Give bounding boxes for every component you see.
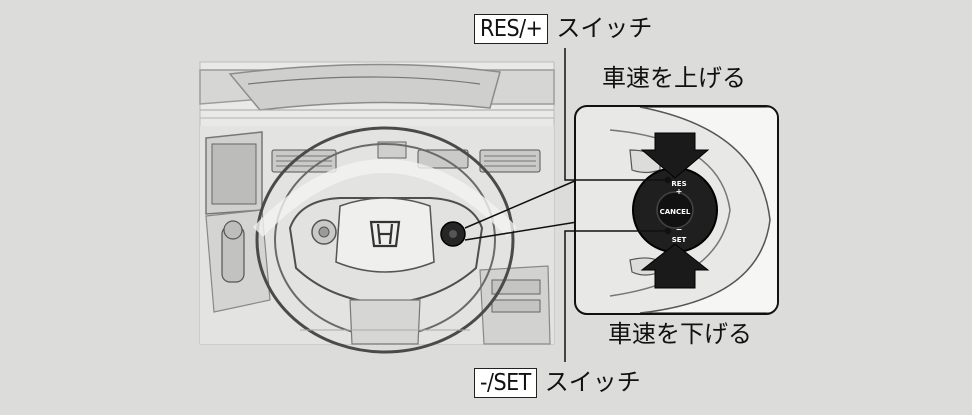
speed-up-label: 車速を上げる — [602, 64, 746, 92]
set-switch-suffix: スイッチ — [544, 368, 641, 396]
zoom-panel: CANCEL RES + − SET — [574, 105, 779, 315]
press-up-arrow-icon — [640, 243, 710, 289]
brand-logo-icon — [369, 220, 401, 248]
cancel-button-label: CANCEL — [660, 208, 691, 216]
res-key-badge: RES/+ — [474, 14, 549, 44]
press-down-arrow-icon — [640, 132, 710, 179]
leader-lines — [564, 48, 672, 362]
set-key-badge: -/SET — [474, 368, 537, 398]
res-switch-suffix: スイッチ — [556, 14, 653, 42]
minus-button-label: − — [676, 225, 683, 234]
res-button-label: RES — [671, 180, 686, 188]
set-button-label: SET — [672, 236, 687, 244]
plus-button-label: + — [676, 187, 683, 196]
speed-down-label: 車速を下げる — [608, 320, 752, 348]
res-switch-label: RES/+スイッチ — [474, 14, 652, 44]
dashboard-image — [199, 61, 555, 354]
zoom-callout-lines — [464, 179, 578, 241]
